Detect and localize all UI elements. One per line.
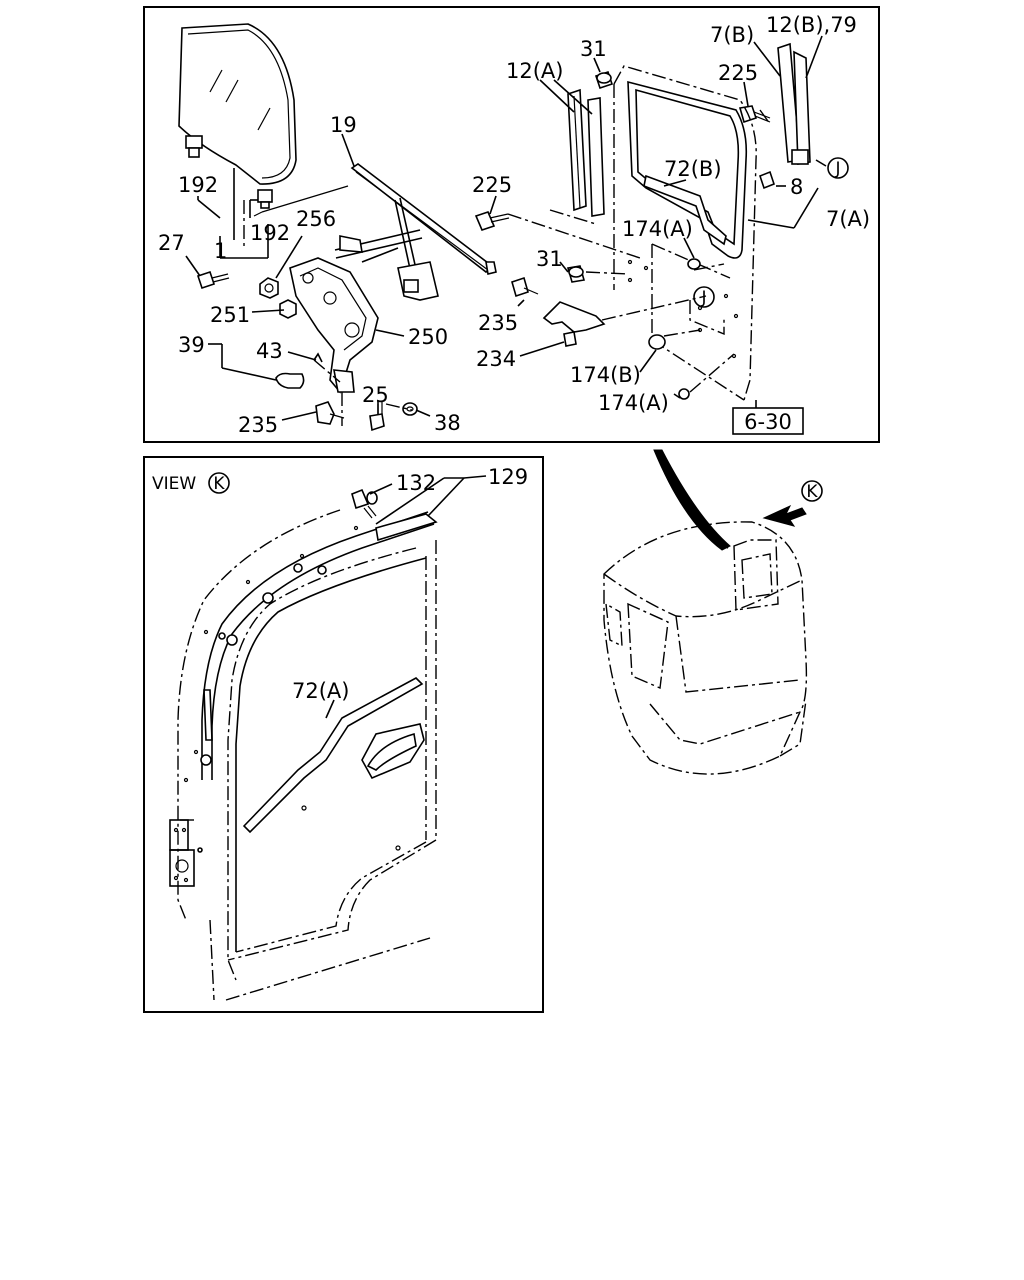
moulding-72a bbox=[242, 677, 424, 834]
label-225-upper: 225 bbox=[718, 61, 758, 85]
label-225-middle: 225 bbox=[472, 173, 512, 197]
label-39: 39 bbox=[178, 333, 205, 357]
door-handle bbox=[301, 723, 425, 851]
regulator-base-plate bbox=[289, 257, 379, 394]
label-8: 8 bbox=[790, 175, 803, 199]
label-250: 250 bbox=[408, 325, 448, 349]
label-234: 234 bbox=[476, 347, 516, 371]
plug-174a-upper bbox=[687, 258, 701, 270]
label-43: 43 bbox=[256, 339, 283, 363]
view-title-text: VIEW bbox=[152, 474, 196, 494]
nut-256 bbox=[259, 277, 279, 299]
view-title-ref: K bbox=[213, 474, 225, 494]
label-12b-79: 12(B),79 bbox=[766, 13, 857, 37]
washer-38 bbox=[402, 402, 418, 416]
regulator-rail bbox=[350, 163, 497, 275]
label-192-upper: 192 bbox=[178, 173, 218, 197]
label-25: 25 bbox=[362, 383, 389, 407]
label-12a: 12(A) bbox=[506, 59, 563, 83]
window-regulator bbox=[334, 197, 439, 301]
nut-251 bbox=[279, 299, 297, 319]
glass-clip-192 bbox=[185, 135, 203, 158]
bolt-235-upper bbox=[511, 276, 539, 298]
run-channel-12b bbox=[777, 42, 811, 165]
view-leader-lines bbox=[325, 475, 487, 719]
leader-lines bbox=[185, 35, 827, 421]
label-192-lower: 192 bbox=[250, 221, 290, 245]
label-72b: 72(B) bbox=[664, 157, 722, 181]
label-31-middle: 31 bbox=[536, 247, 563, 271]
bracket-234 bbox=[542, 301, 606, 347]
arrow-ref-k: K bbox=[806, 482, 818, 502]
screw-132 bbox=[351, 488, 378, 519]
bolt-235-lower bbox=[315, 401, 345, 425]
label-7b: 7(B) bbox=[710, 23, 754, 47]
glass-clip-192-lower bbox=[257, 189, 273, 209]
view-title: VIEW K bbox=[152, 472, 230, 494]
label-129: 129 bbox=[488, 465, 528, 489]
door-glass bbox=[178, 23, 297, 185]
run-channel-12a bbox=[567, 88, 605, 217]
view-panel-frame bbox=[143, 456, 544, 1013]
label-1: 1 bbox=[214, 239, 227, 263]
plug-174a-lower bbox=[678, 388, 690, 400]
label-174b: 174(B) bbox=[570, 363, 641, 387]
label-235-lower: 235 bbox=[238, 413, 278, 437]
cab-overview bbox=[603, 449, 808, 775]
assembly-lines bbox=[243, 109, 771, 426]
stopper-31-middle bbox=[566, 265, 586, 283]
stopper-31-upper bbox=[594, 70, 614, 90]
ref-j-upper-text: J bbox=[834, 159, 840, 179]
ref-circle-j-upper: J bbox=[827, 157, 849, 179]
label-27: 27 bbox=[158, 231, 185, 255]
door-inner-panel bbox=[613, 65, 757, 401]
bolt-225-middle bbox=[474, 211, 510, 231]
label-174a-upper: 174(A) bbox=[622, 217, 693, 241]
weatherstrip-129 bbox=[183, 513, 438, 853]
clip-8 bbox=[759, 170, 775, 190]
label-256: 256 bbox=[296, 207, 336, 231]
cap-39 bbox=[275, 372, 305, 389]
label-174a-lower: 174(A) bbox=[598, 391, 669, 415]
label-19: 19 bbox=[330, 113, 357, 137]
ref-circle-j-lower: J bbox=[693, 286, 715, 308]
page-reference-box: 6-30 bbox=[732, 407, 804, 435]
label-132: 132 bbox=[396, 471, 436, 495]
bolt-27 bbox=[196, 270, 230, 290]
ref-j-lower-text: J bbox=[700, 288, 706, 308]
label-31-upper: 31 bbox=[580, 37, 607, 61]
label-38: 38 bbox=[434, 411, 461, 435]
page-reference-text: 6-30 bbox=[744, 410, 792, 434]
label-251: 251 bbox=[210, 303, 250, 327]
label-72a: 72(A) bbox=[292, 679, 349, 703]
main-panel-frame bbox=[143, 6, 880, 443]
door-view-outline bbox=[169, 509, 437, 1001]
label-7a: 7(A) bbox=[826, 207, 870, 231]
view-direction-arrow: K bbox=[762, 480, 823, 527]
clip-43 bbox=[313, 352, 323, 363]
label-235-upper: 235 bbox=[478, 311, 518, 335]
plug-174b bbox=[648, 334, 666, 350]
